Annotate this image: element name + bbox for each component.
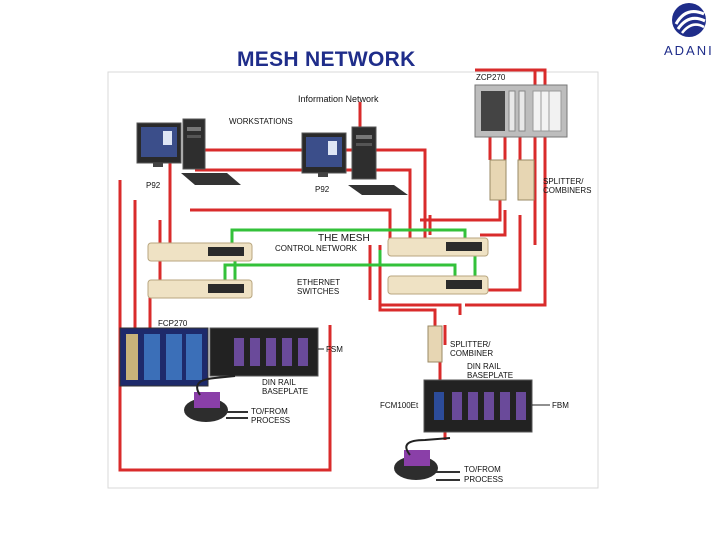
zcp270-rack — [474, 84, 568, 138]
logo-text: ADANI — [664, 43, 714, 58]
label-splitter-top-2: COMBINERS — [543, 186, 591, 195]
label-process-left: PROCESS — [251, 416, 290, 425]
ethernet-switch — [147, 242, 253, 262]
label-information-network: Information Network — [298, 94, 379, 104]
process-device-right — [394, 450, 460, 481]
ethernet-switch — [387, 237, 489, 257]
label-fbm: FBM — [552, 401, 569, 410]
label-ethernet: ETHERNET — [297, 278, 340, 287]
label-switches: SWITCHES — [297, 287, 339, 296]
splitter-combiners-top — [489, 159, 535, 201]
callout-lines — [318, 348, 550, 406]
label-splitter-bottom-1: SPLITTER/ — [450, 340, 491, 349]
splitter-combiner-bottom — [427, 325, 443, 363]
label-tofrom-left: TO/FROM — [251, 407, 288, 416]
label-din-rail-left: DIN RAIL — [262, 378, 296, 387]
fbm-baseplate — [423, 379, 533, 433]
label-fcp270: FCP270 — [158, 319, 188, 328]
label-splitter-top-1: SPLITTER/ — [543, 177, 584, 186]
label-splitter-bottom-2: COMBINER — [450, 349, 493, 358]
red-cabling — [118, 68, 547, 472]
label-the-mesh: THE MESH — [318, 233, 370, 244]
label-tofrom-right: TO/FROM — [464, 465, 501, 474]
label-fcm100et: FCM100Et — [380, 401, 419, 410]
label-din-rail-right: DIN RAIL — [467, 362, 501, 371]
label-baseplate-right: BASEPLATE — [467, 371, 513, 380]
label-p92-right: P92 — [315, 185, 330, 194]
workstation-right — [301, 126, 408, 195]
fsm-baseplate — [209, 327, 319, 377]
label-process-right: PROCESS — [464, 475, 503, 484]
ethernet-switch — [147, 279, 253, 299]
workstation-left — [136, 118, 241, 185]
fcp270-controller — [119, 327, 209, 387]
page-title: MESH NETWORK — [237, 48, 416, 71]
label-zcp270: ZCP270 — [476, 73, 506, 82]
ethernet-switch — [387, 275, 489, 295]
process-device-left — [184, 392, 248, 422]
label-p92-left: P92 — [146, 181, 161, 190]
label-fsm: FSM — [326, 345, 343, 354]
label-control-network: CONTROL NETWORK — [275, 244, 358, 253]
label-workstations: WORKSTATIONS — [229, 117, 293, 126]
label-baseplate-left: BASEPLATE — [262, 387, 308, 396]
diagram-frame — [107, 71, 599, 489]
adani-logo-icon — [672, 3, 706, 37]
